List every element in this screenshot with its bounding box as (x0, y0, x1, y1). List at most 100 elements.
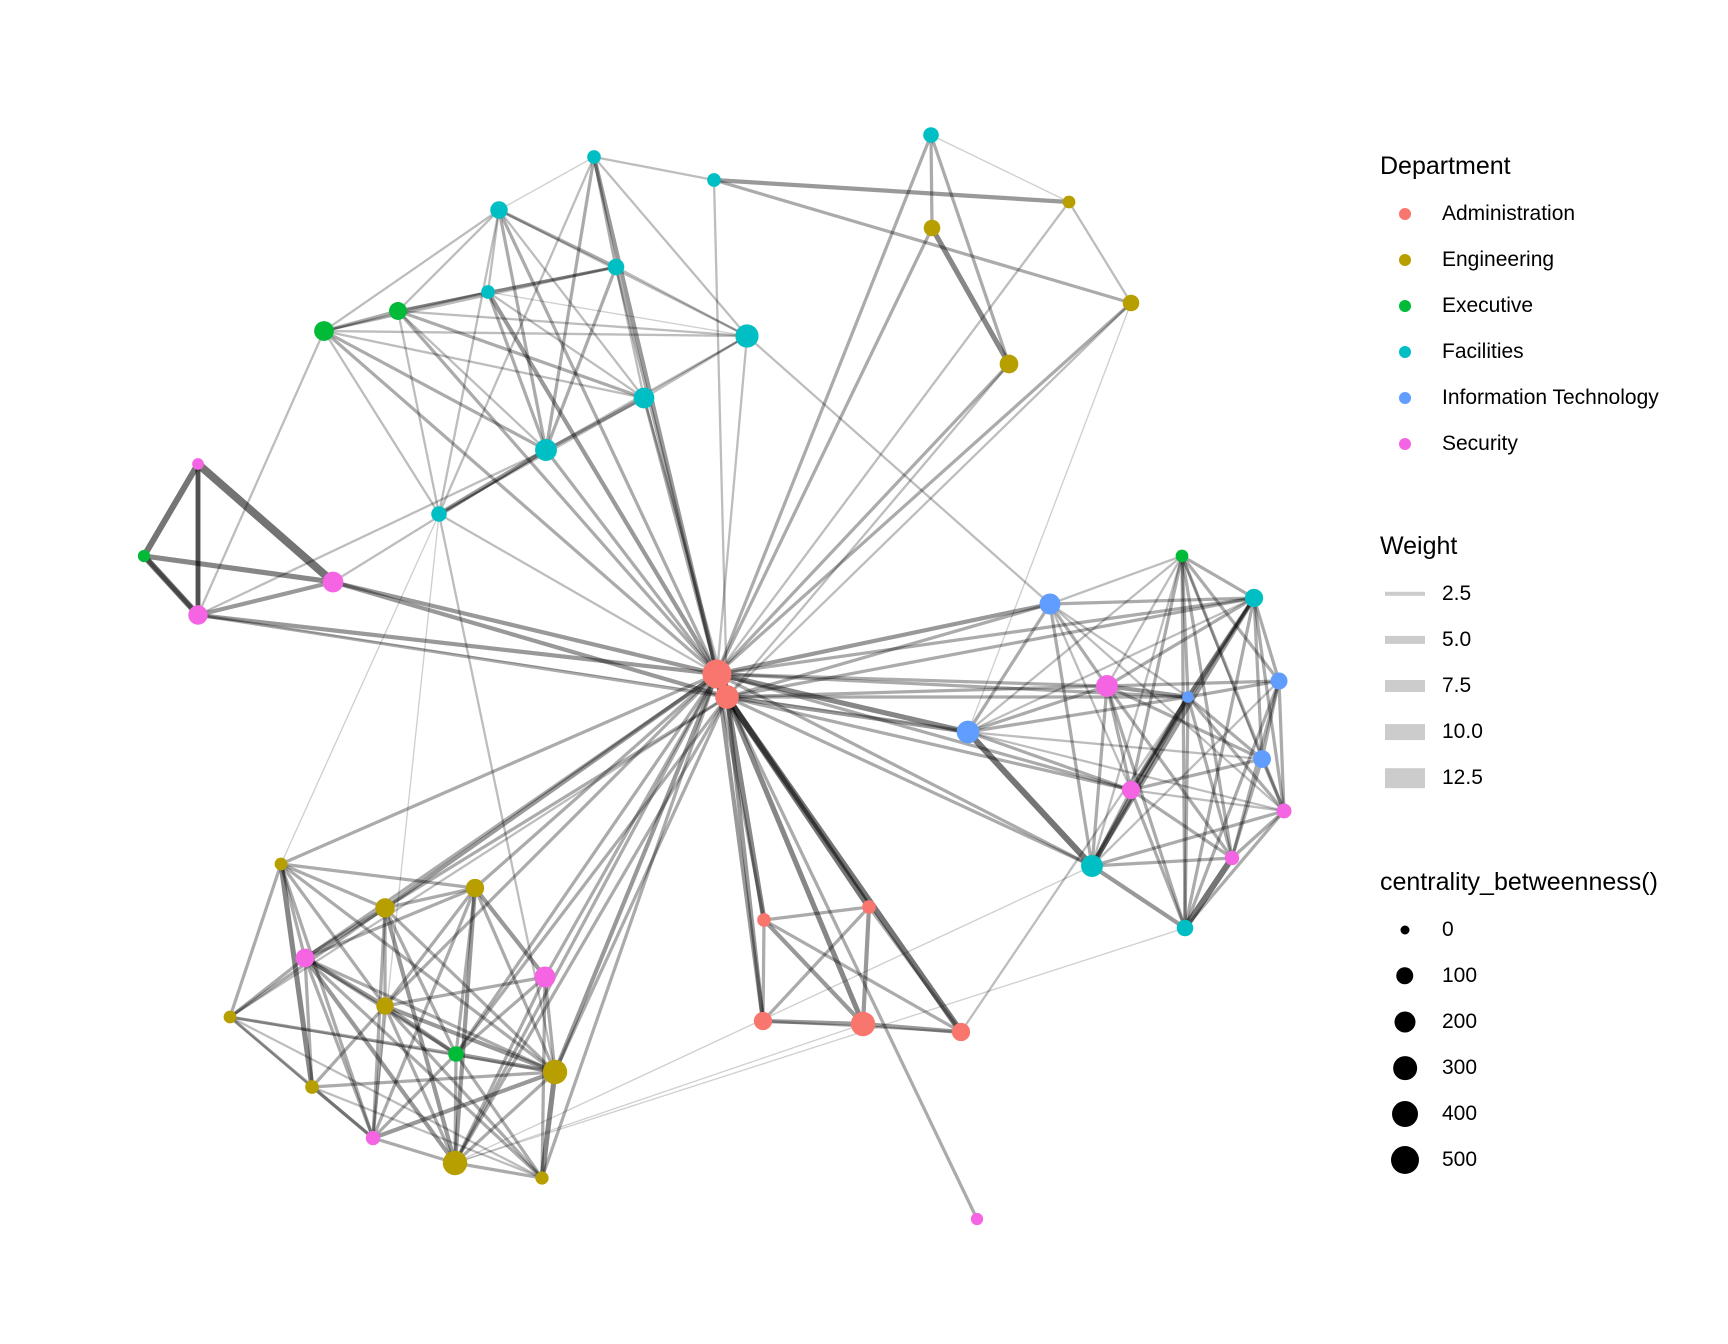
node-A4[interactable] (862, 900, 876, 914)
node-A6[interactable] (850, 1011, 876, 1037)
node-A1[interactable] (702, 659, 732, 689)
node-E3[interactable] (1122, 294, 1140, 312)
node-F1[interactable] (923, 127, 939, 143)
node-S8[interactable] (295, 948, 315, 968)
edge-X4-S7 (1180, 554, 1234, 860)
node-I4[interactable] (956, 720, 980, 744)
node-A5[interactable] (753, 1011, 773, 1031)
edge-S4-S7 (1105, 684, 1234, 860)
node-E7[interactable] (465, 878, 485, 898)
node-E8[interactable] (376, 997, 394, 1015)
node-E11[interactable] (305, 1080, 319, 1094)
edge-E8-S10 (371, 1004, 387, 1140)
edge-E6-E12 (382, 905, 458, 1166)
node-F9[interactable] (535, 439, 557, 461)
node-F4[interactable] (490, 201, 508, 219)
node-I3[interactable] (1270, 672, 1288, 690)
node-S5[interactable] (1121, 780, 1141, 800)
edge-I1-I4 (966, 602, 1052, 734)
weight-legend-item: 7.5 (1380, 663, 1483, 709)
node-E5[interactable] (274, 857, 288, 871)
node-A7[interactable] (951, 1022, 971, 1042)
department-legend-item: Administration (1380, 191, 1659, 237)
edge-I4-I5 (966, 730, 1264, 761)
weight-swatch (1385, 591, 1425, 597)
node-E13[interactable] (535, 1171, 549, 1185)
node-F3[interactable] (707, 173, 721, 187)
edge-F4-F7 (497, 208, 749, 338)
edge-F3-E2 (711, 177, 1072, 205)
node-E6[interactable] (375, 898, 395, 918)
edge-S9-X5 (454, 975, 547, 1056)
node-A2[interactable] (715, 685, 739, 709)
centrality-legend-item-key (1380, 999, 1430, 1045)
node-X5[interactable] (448, 1046, 464, 1062)
node-S11[interactable] (970, 1212, 984, 1226)
edge-E11-E13 (310, 1085, 544, 1180)
node-S6[interactable] (1276, 803, 1292, 819)
department-legend-item-label: Information Technology (1442, 386, 1659, 409)
node-E4[interactable] (999, 354, 1019, 374)
node-E9[interactable] (223, 1010, 237, 1024)
centrality-legend-item-label: 200 (1442, 1010, 1478, 1033)
department-legend-item-key (1380, 375, 1430, 421)
node-X2[interactable] (389, 302, 407, 320)
node-F11[interactable] (1244, 588, 1264, 608)
centrality-legend-item-label: 500 (1442, 1148, 1478, 1171)
edge-A3-A4 (762, 905, 871, 922)
edge-S8-S10 (303, 956, 375, 1140)
node-F7[interactable] (735, 324, 759, 348)
edge-X3-S3 (141, 553, 201, 618)
node-E2[interactable] (1062, 195, 1076, 209)
node-I2[interactable] (1182, 691, 1194, 703)
node-X3[interactable] (137, 549, 151, 563)
node-F10[interactable] (431, 506, 447, 522)
node-F6[interactable] (481, 285, 495, 299)
edge-A1-X1 (322, 329, 719, 676)
node-S7[interactable] (1224, 850, 1240, 866)
node-S3[interactable] (188, 605, 208, 625)
node-X1[interactable] (314, 321, 334, 341)
node-S4[interactable] (1096, 675, 1118, 697)
node-I1[interactable] (1039, 593, 1061, 615)
node-F13[interactable] (1176, 919, 1194, 937)
node-E10[interactable] (542, 1059, 568, 1085)
node-S9[interactable] (534, 966, 556, 988)
node-F12[interactable] (1081, 855, 1103, 877)
edge-F6-F8 (486, 290, 646, 400)
edge-S8-E11 (303, 956, 314, 1089)
department-swatch (1399, 392, 1411, 404)
edge-F2-F4 (498, 156, 595, 211)
node-S1[interactable] (192, 458, 204, 470)
edge-F12-S7 (1090, 856, 1234, 868)
node-S10[interactable] (365, 1130, 381, 1146)
edge-I3-F12 (1090, 679, 1281, 868)
node-E1[interactable] (923, 219, 941, 237)
node-E12[interactable] (442, 1150, 468, 1176)
node-F2[interactable] (587, 150, 601, 164)
edge-X5-E13 (454, 1052, 544, 1180)
weight-legend-item: 5.0 (1380, 617, 1483, 663)
edge-A1-S8 (303, 672, 719, 960)
edge-S9-E12 (453, 975, 547, 1165)
edge-A6-A7 (860, 1021, 964, 1035)
edge-F11-S6 (1252, 596, 1286, 813)
edge-X1-X2 (322, 309, 400, 333)
edge-A2-F3 (712, 178, 729, 699)
edge-S5-S7 (1129, 788, 1234, 860)
node-X4[interactable] (1175, 549, 1189, 563)
centrality-swatch (1393, 1056, 1417, 1080)
edge-E8-E13 (383, 1004, 544, 1180)
node-I5[interactable] (1253, 750, 1271, 768)
edge-A3-A6 (761, 917, 866, 1027)
edge-S1-X3 (140, 460, 202, 560)
node-A3[interactable] (757, 913, 771, 927)
edge-S5-F13 (1129, 788, 1187, 930)
node-S2[interactable] (322, 571, 344, 593)
edge-I1-I2 (1048, 602, 1190, 699)
node-F5[interactable] (607, 258, 625, 276)
edge-E8-E12 (383, 1004, 457, 1165)
node-F8[interactable] (633, 387, 655, 409)
centrality-legend-item-label: 0 (1442, 918, 1454, 941)
edge-A2-A3 (724, 694, 767, 923)
